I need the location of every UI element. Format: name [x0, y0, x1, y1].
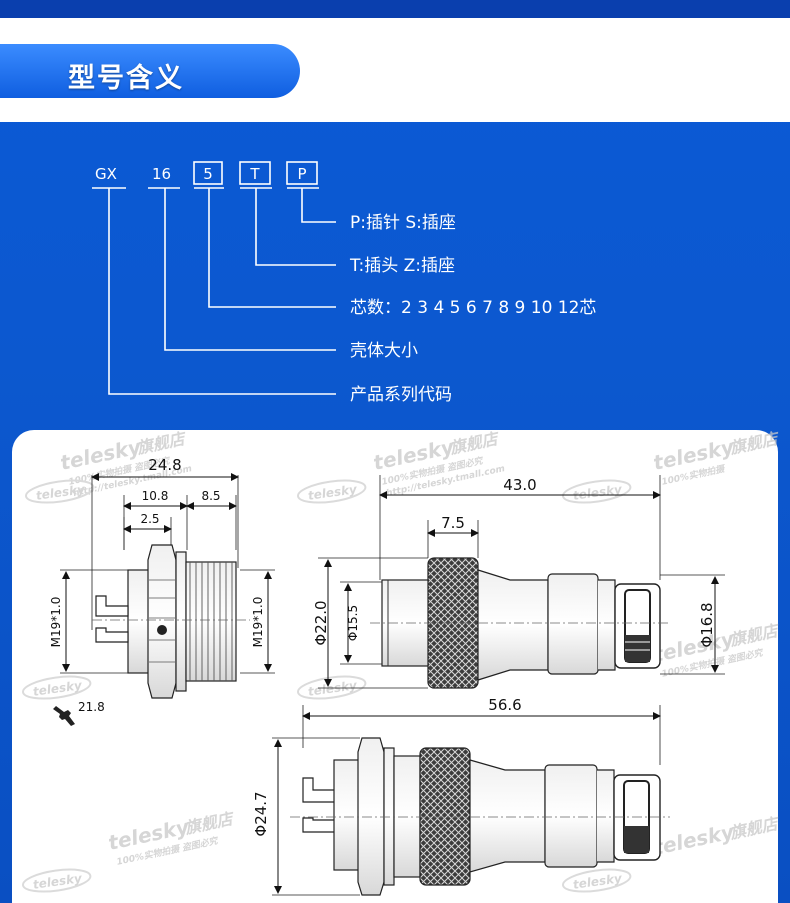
- legend-type: T:插头 Z:插座: [349, 256, 455, 276]
- svg-text:telesky: telesky: [32, 871, 84, 892]
- code-box-type: T: [239, 161, 271, 185]
- dim-socket-overall: 24.8: [148, 456, 181, 474]
- svg-text:5: 5: [203, 165, 213, 183]
- leader-lines: [92, 187, 336, 395]
- dim-plug-length: 43.0: [503, 476, 536, 494]
- title-pill: [0, 44, 300, 98]
- dim-plug-tail-dia: Φ16.8: [698, 602, 716, 647]
- svg-text:旗舰店: 旗舰店: [727, 621, 782, 650]
- code-box-cores: 5: [193, 161, 223, 185]
- page-title: 型号含义: [68, 63, 184, 94]
- legend-shell-size: 壳体大小: [350, 341, 418, 361]
- plug-drawing: 43.0 7.5 Φ22.0 Φ15.5 Φ16.8: [312, 475, 725, 689]
- svg-text:旗舰店: 旗舰店: [182, 809, 237, 838]
- svg-text:T: T: [249, 165, 260, 183]
- dim-assembly-length: 56.6: [488, 696, 521, 714]
- svg-text:旗舰店: 旗舰店: [727, 430, 782, 458]
- legend-contact: P:插针 S:插座: [350, 213, 456, 233]
- svg-text:旗舰店: 旗舰店: [727, 814, 782, 843]
- socket-drawing: 24.8 10.8 8.5 2.5 M19*1.0 M19*1.0: [49, 456, 275, 726]
- code-box-contact: P: [286, 161, 318, 185]
- svg-text:telesky: telesky: [651, 819, 737, 860]
- dim-socket-thread-right: M19*1.0: [251, 597, 265, 648]
- legend-cores: 芯数：2 3 4 5 6 7 8 9 10 12芯: [350, 298, 596, 318]
- dim-socket-thread-left: M19*1.0: [49, 597, 63, 648]
- svg-text:旗舰店: 旗舰店: [447, 430, 502, 458]
- svg-text:旗舰店: 旗舰店: [134, 430, 189, 458]
- svg-text:telesky: telesky: [32, 678, 84, 699]
- assembly-drawing: 56.6 Φ24.7: [252, 696, 670, 896]
- dim-plug-outer-dia: Φ22.0: [312, 600, 330, 645]
- dim-plug-inner-dia: Φ15.5: [346, 605, 360, 641]
- dim-socket-rear: 8.5: [201, 489, 220, 503]
- dimension-drawing: telesky 旗舰店 100%实物拍摄 盗图必究 http://telesky…: [21, 430, 782, 896]
- code-prefix: GX: [95, 165, 117, 183]
- svg-text:P: P: [297, 165, 306, 183]
- dim-socket-flange: 2.5: [140, 512, 159, 526]
- svg-text:telesky: telesky: [35, 482, 87, 503]
- svg-text:telesky: telesky: [307, 482, 359, 503]
- model-code-diagram: GX 16 5 T P P:插针 S:插座 T:插头 Z:插座 芯数：2 3 4…: [92, 161, 596, 405]
- dim-plug-nut: 7.5: [441, 514, 465, 532]
- dim-socket-wrench: 21.8: [78, 700, 105, 714]
- legend-series-code: 产品系列代码: [350, 385, 452, 405]
- dim-socket-front: 10.8: [142, 489, 169, 503]
- code-size: 16: [152, 165, 171, 183]
- svg-text:telesky: telesky: [651, 434, 737, 475]
- watermark-logo-icon: telesky: [24, 479, 95, 504]
- dim-assembly-dia: Φ24.7: [252, 791, 270, 836]
- wrench-icon: [53, 706, 75, 726]
- top-band: [0, 0, 790, 18]
- svg-text:telesky: telesky: [572, 871, 624, 892]
